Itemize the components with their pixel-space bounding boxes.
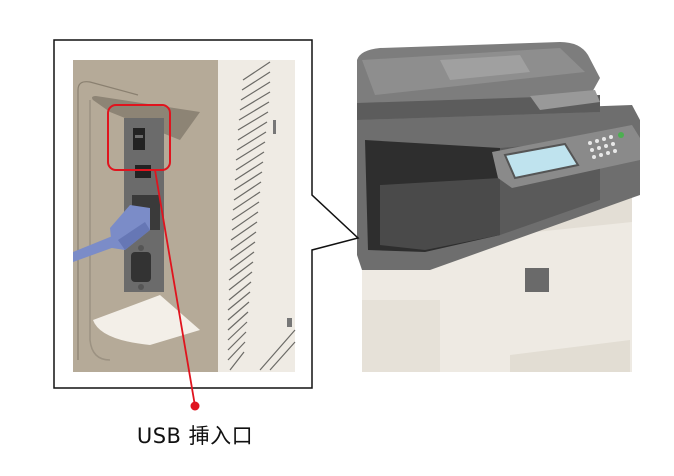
usb-port (133, 128, 145, 150)
leader-dot (190, 401, 200, 411)
port-detail-illustration (73, 60, 296, 372)
printer-illustration (357, 42, 640, 372)
leader-line (154, 169, 196, 407)
vent-hatching (227, 61, 296, 371)
usb-port-lower (135, 165, 151, 178)
touch-screen (503, 142, 580, 180)
usb-highlight-box (107, 104, 171, 171)
lan-cable (73, 235, 120, 262)
printer-handle (525, 268, 549, 292)
serial-port (131, 252, 151, 282)
usb-port-label: USB 挿入口 (136, 424, 254, 448)
